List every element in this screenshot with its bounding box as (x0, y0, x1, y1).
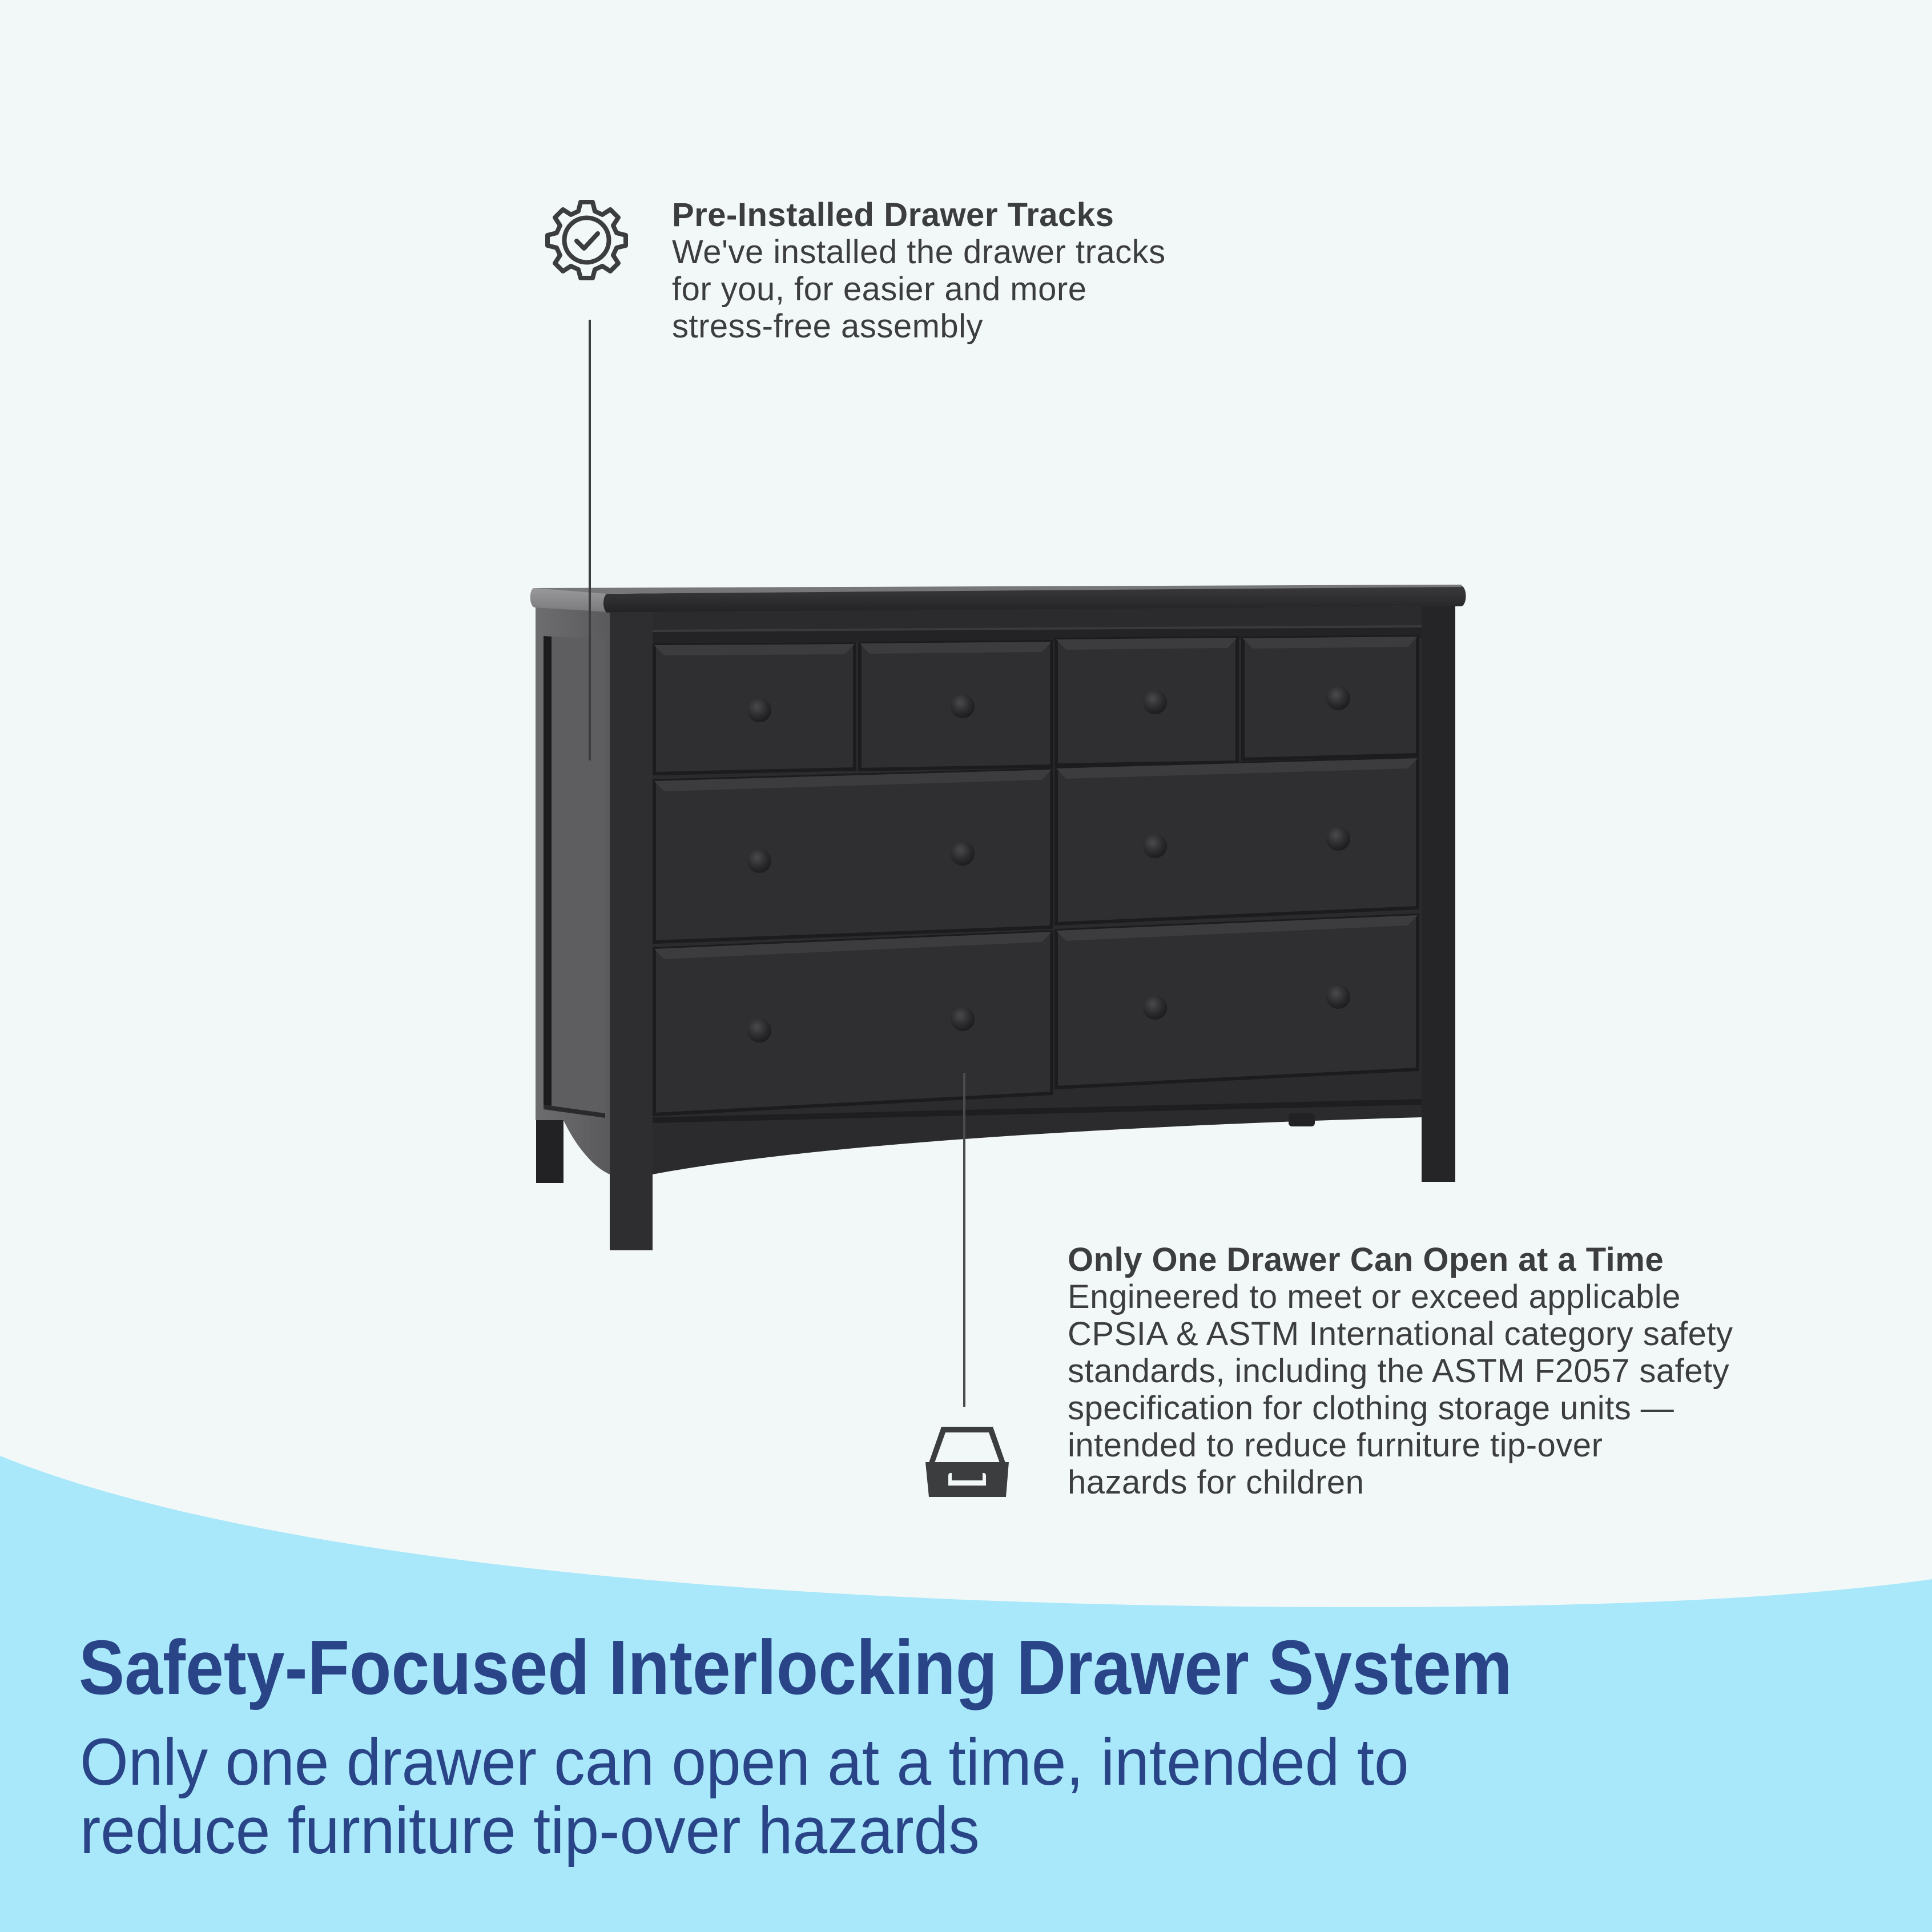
annotation-line: stress-free assembly (672, 308, 984, 345)
annotation-line: CPSIA & ASTM International category safe… (1068, 1315, 1733, 1353)
gear-check-icon (545, 200, 628, 280)
annotation-line: Engineered to meet or exceed applicable (1068, 1278, 1681, 1315)
drawer-knobs (747, 686, 1350, 1043)
banner-subtitle-line: Only one drawer can open at a time, inte… (80, 1725, 1409, 1799)
annotation-line: for you, for easier and more (672, 271, 1087, 308)
annotation-title: Only One Drawer Can Open at a Time (1068, 1241, 1664, 1278)
annotation-line: specification for clothing storage units… (1068, 1390, 1675, 1427)
annotation-one-drawer-at-a-time: Only One Drawer Can Open at a Time Engin… (1068, 1241, 1733, 1501)
banner-subtitle: Only one drawer can open at a time, inte… (80, 1728, 1409, 1865)
annotation-line: hazards for children (1068, 1464, 1365, 1501)
drawer-fronts (653, 634, 1419, 1117)
annotation-pre-installed-tracks: Pre-Installed Drawer Tracks We've instal… (672, 196, 1166, 345)
banner-subtitle-line: reduce furniture tip-over hazards (80, 1793, 980, 1867)
leader-line-top (589, 320, 591, 760)
open-drawer-icon (925, 1427, 1009, 1497)
banner-title: Safety-Focused Interlocking Drawer Syste… (79, 1624, 1512, 1710)
annotation-title: Pre-Installed Drawer Tracks (672, 196, 1114, 234)
annotation-line: intended to reduce furniture tip-over (1068, 1427, 1603, 1464)
leader-line-bottom (963, 1073, 965, 1407)
annotation-line: We've installed the drawer tracks (672, 234, 1166, 271)
annotation-line: standards, including the ASTM F2057 safe… (1068, 1353, 1730, 1390)
